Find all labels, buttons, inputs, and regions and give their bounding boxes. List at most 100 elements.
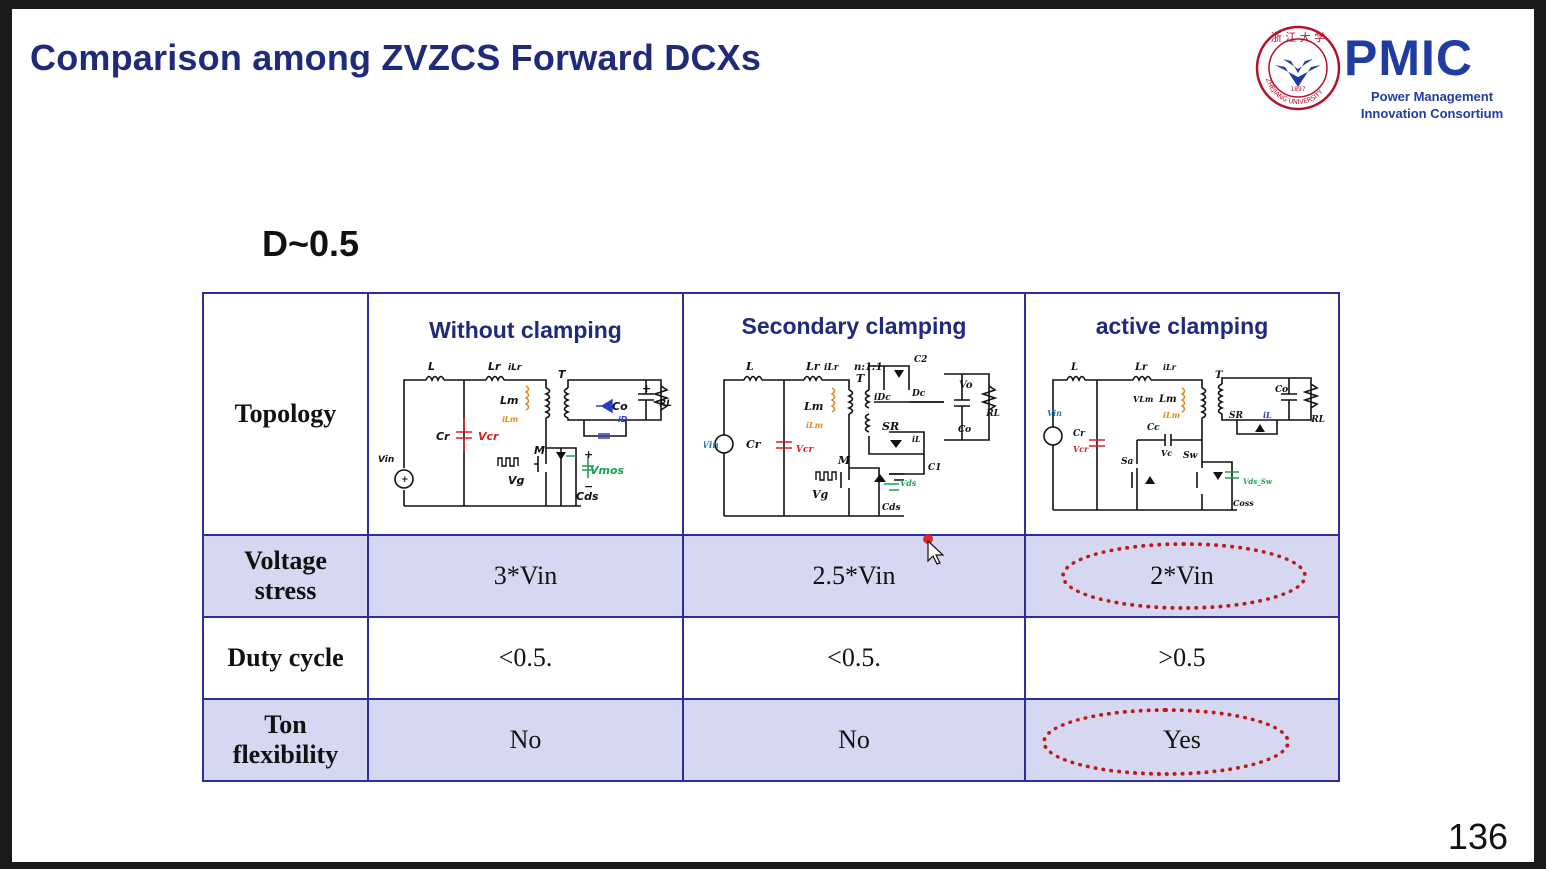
pmic-line2: Innovation Consortium [1360, 106, 1504, 121]
label-Dc: Dc [911, 389, 926, 399]
svg-text:浙 江 大 学: 浙 江 大 学 [1271, 30, 1326, 44]
label-iLm: iLm [806, 420, 823, 430]
svg-text:−: − [584, 480, 593, 493]
cell-ton-flex-without-clamping: No [367, 698, 684, 782]
row-label-ton: Ton [264, 710, 307, 739]
label-Cr: Cr [436, 430, 450, 443]
cell-voltage-stress-active-clamping: 2*Vin [1024, 534, 1340, 618]
label-T: T [558, 368, 567, 381]
cell-topology-secondary-clamping: Secondary clamping [682, 292, 1026, 536]
label-Sa: Sa [1121, 457, 1133, 467]
label-L: L [745, 360, 754, 373]
label-iDc: iDc [874, 393, 891, 403]
label-Co: Co [1275, 385, 1288, 395]
label-Lm: Lm [803, 400, 823, 413]
label-Cr: Cr [746, 438, 762, 451]
cell-voltage-stress-without-clamping: 3*Vin [367, 534, 684, 618]
label-C2: C2 [914, 355, 927, 365]
pmic-logo: PMIC Power Management Innovation Consort… [1342, 31, 1510, 121]
seal-year: 1897 [1290, 86, 1305, 93]
label-Lm: Lm [1158, 394, 1177, 405]
label-Cds: Cds [882, 503, 901, 513]
label-Vds-Sw: Vds_Sw [1243, 477, 1273, 486]
label-L: L [1070, 362, 1078, 373]
highlight-ellipse [1042, 708, 1290, 776]
label-iL: iL [912, 434, 921, 444]
cell-voltage-stress-secondary-clamping: 2.5*Vin [682, 534, 1026, 618]
label-Vin: Vin [1047, 408, 1062, 418]
svg-text:+: + [642, 382, 651, 395]
label-Coss: Coss [1233, 498, 1254, 508]
highlight-ellipse [1061, 542, 1307, 610]
circuit-active-clamping: L Lr iLr T VLm Lm iLm Co SR iL RL Vin Cr… [1043, 362, 1325, 511]
label-M: M [837, 454, 851, 467]
pmic-brand: PMIC [1344, 30, 1473, 86]
label-iLm: iLm [502, 415, 518, 424]
bottom-bar [0, 862, 1546, 869]
label-Vin: Vin [704, 441, 719, 451]
label-Vcr: Vcr [478, 430, 499, 443]
label-iLr: iLr [508, 363, 522, 373]
row-label-stress: stress [254, 576, 317, 605]
label-VLm: VLm [1133, 394, 1153, 404]
label-ratio: n:1:1 [854, 362, 883, 373]
cell-topology-without-clamping: Without clamping [367, 292, 684, 536]
svg-text:+: + [401, 475, 409, 485]
comparison-table: Topology Without clamping [202, 292, 1340, 782]
circuit-without-clamping: + L Lr iLr T Lm iLm Co [378, 360, 672, 507]
mouse-cursor-icon [923, 534, 945, 565]
label-Vin: Vin [378, 455, 394, 465]
label-RL: RL [985, 409, 1000, 419]
label-Co: Co [958, 425, 971, 435]
label-Cds: Cds [576, 490, 599, 503]
label-iLm: iLm [1163, 410, 1180, 420]
label-iL: iL [1263, 410, 1272, 420]
slide: Comparison among ZVZCS Forward DCXs 1897… [12, 9, 1534, 862]
label-Vmos: Vmos [590, 464, 625, 477]
column-header-active-clamping: active clamping [1095, 313, 1269, 339]
row-label-topology: Topology [202, 292, 369, 536]
table-row-ton-flexibility: Ton flexibility No No Yes [202, 698, 1340, 782]
cell-ton-flex-secondary-clamping: No [682, 698, 1026, 782]
label-RL: RL [659, 399, 672, 409]
row-label-ton-flexibility: Ton flexibility [202, 698, 369, 782]
slide-title: Comparison among ZVZCS Forward DCXs [30, 37, 762, 78]
label-iLr: iLr [824, 363, 840, 373]
zju-seal-logo: 1897 ZHEJIANG UNIVERSITY 浙 江 大 学 [1255, 25, 1341, 111]
label-Lr: Lr [805, 360, 821, 373]
column-header-without-clamping: Without clamping [429, 317, 622, 343]
label-Vg: Vg [508, 474, 525, 487]
cell-duty-cycle-without-clamping: <0.5. [367, 616, 684, 700]
label-T: T [856, 372, 865, 385]
column-header-secondary-clamping: Secondary clamping [741, 313, 967, 339]
row-label-voltage-stress: Voltage stress [202, 534, 369, 618]
svg-text:+: + [584, 448, 593, 461]
subheading: D~0.5 [262, 223, 360, 264]
table-row-duty-cycle: Duty cycle <0.5. <0.5. >0.5 [202, 616, 1340, 700]
table-row-topology: Topology Without clamping [202, 292, 1340, 536]
label-iLr: iLr [1163, 362, 1177, 372]
label-RL: RL [1310, 415, 1325, 425]
cell-duty-cycle-secondary-clamping: <0.5. [682, 616, 1026, 700]
label-Vo: Vo [959, 380, 973, 391]
pmic-line1: Power Management [1370, 89, 1494, 104]
label-Cr: Cr [1073, 429, 1086, 439]
label-SR: SR [1229, 411, 1243, 421]
row-label-voltage: Voltage [244, 546, 327, 575]
circuit-secondary-clamping: L Lr iLr n:1:1 T C2 Dc iDc Vo Co RL Lm i… [704, 355, 1000, 517]
row-label-duty-cycle: Duty cycle [202, 616, 369, 700]
label-Vcr: Vcr [1073, 444, 1089, 454]
label-Vcr: Vcr [796, 445, 814, 455]
cell-duty-cycle-active-clamping: >0.5 [1024, 616, 1340, 700]
label-Vc: Vc [1161, 448, 1172, 458]
label-L: L [428, 360, 435, 373]
label-T: T [1215, 370, 1224, 381]
cell-ton-flex-active-clamping: Yes [1024, 698, 1340, 782]
label-Cc: Cc [1147, 423, 1160, 433]
label-iD: iD [618, 415, 628, 424]
label-Co: Co [612, 400, 628, 413]
cell-topology-active-clamping: active clamping [1024, 292, 1340, 536]
label-M: M [534, 444, 545, 457]
page-number: 136 [1447, 816, 1508, 857]
label-Lr: Lr [488, 360, 501, 373]
